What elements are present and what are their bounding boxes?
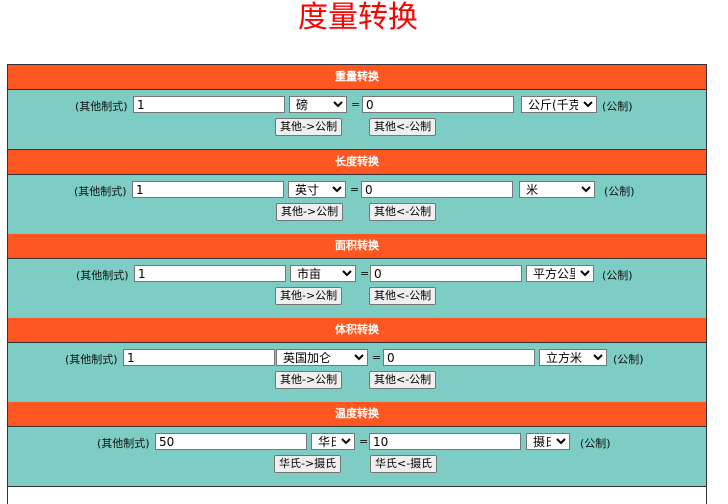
equals-sign: = bbox=[372, 351, 382, 364]
fahrenheit-to-celsius-button[interactable]: 华氏->摄氏 bbox=[274, 455, 342, 473]
page-title: 度量转换 bbox=[298, 0, 418, 35]
weight-from-metric-button[interactable]: 其他<-公制 bbox=[369, 118, 437, 136]
area-from-metric-button[interactable]: 其他<-公制 bbox=[369, 287, 437, 305]
area-metric-unit-select[interactable]: 平方公里 bbox=[526, 265, 594, 282]
temperature-section-header: 温度转换 bbox=[8, 402, 706, 427]
volume-other-unit-select[interactable]: 英国加仑 bbox=[276, 349, 368, 366]
weight-metric-input[interactable] bbox=[362, 96, 514, 113]
length-other-unit-select[interactable]: 英寸 bbox=[288, 181, 346, 198]
volume-other-input[interactable] bbox=[123, 349, 275, 366]
volume-section-header: 体积转换 bbox=[8, 318, 706, 343]
volume-metric-input[interactable] bbox=[383, 349, 535, 366]
weight-to-metric-button[interactable]: 其他->公制 bbox=[275, 118, 343, 136]
equals-sign: = bbox=[360, 267, 370, 280]
metric-label: (公制) bbox=[602, 100, 633, 113]
metric-label: (公制) bbox=[613, 353, 644, 366]
length-section: (其他制式) 英寸 = 米 (公制) 其他->公制 其他<-公制 bbox=[8, 175, 706, 235]
other-system-label: (其他制式) bbox=[65, 353, 118, 366]
weight-section-header: 重量转换 bbox=[8, 65, 706, 90]
length-from-metric-button[interactable]: 其他<-公制 bbox=[369, 203, 437, 221]
temperature-section: (其他制式) 华氏 = 摄氏 (公制) 华氏->摄氏 华氏<-摄氏 bbox=[8, 427, 706, 487]
area-section: (其他制式) 市亩 = 平方公里 (公制) 其他->公制 其他<-公制 bbox=[8, 259, 706, 319]
area-other-input[interactable] bbox=[134, 265, 286, 282]
area-other-unit-select[interactable]: 市亩 bbox=[290, 265, 356, 282]
length-other-input[interactable] bbox=[132, 181, 284, 198]
volume-metric-unit-select[interactable]: 立方米 bbox=[539, 349, 607, 366]
length-metric-input[interactable] bbox=[361, 181, 513, 198]
volume-section: (其他制式) 英国加仑 = 立方米 (公制) 其他->公制 其他<-公制 bbox=[8, 343, 706, 403]
area-to-metric-button[interactable]: 其他->公制 bbox=[275, 287, 343, 305]
equals-sign: = bbox=[351, 98, 361, 111]
area-metric-input[interactable] bbox=[370, 265, 522, 282]
fahrenheit-from-celsius-button[interactable]: 华氏<-摄氏 bbox=[370, 455, 438, 473]
length-metric-unit-select[interactable]: 米 bbox=[519, 181, 595, 198]
length-to-metric-button[interactable]: 其他->公制 bbox=[276, 203, 344, 221]
length-section-header: 长度转换 bbox=[8, 150, 706, 175]
other-system-label: (其他制式) bbox=[75, 100, 128, 113]
temperature-other-input[interactable] bbox=[155, 433, 307, 450]
converter-table: 重量转换 (其他制式) 磅 = 公斤(千克) (公制) 其他->公制 其他<-公… bbox=[7, 64, 707, 504]
weight-other-unit-select[interactable]: 磅 bbox=[289, 96, 347, 113]
temperature-metric-input[interactable] bbox=[369, 433, 521, 450]
volume-from-metric-button[interactable]: 其他<-公制 bbox=[369, 371, 437, 389]
area-section-header: 面积转换 bbox=[8, 234, 706, 259]
temperature-other-unit-select[interactable]: 华氏 bbox=[311, 433, 355, 450]
equals-sign: = bbox=[359, 435, 369, 448]
other-system-label: (其他制式) bbox=[74, 185, 127, 198]
other-system-label: (其他制式) bbox=[97, 437, 150, 450]
volume-to-metric-button[interactable]: 其他->公制 bbox=[275, 371, 343, 389]
temperature-metric-unit-select[interactable]: 摄氏 bbox=[526, 433, 570, 450]
metric-label: (公制) bbox=[604, 185, 635, 198]
equals-sign: = bbox=[350, 183, 360, 196]
metric-label: (公制) bbox=[602, 269, 633, 282]
weight-metric-unit-select[interactable]: 公斤(千克) bbox=[521, 96, 597, 113]
metric-label: (公制) bbox=[580, 437, 611, 450]
weight-section: (其他制式) 磅 = 公斤(千克) (公制) 其他->公制 其他<-公制 bbox=[8, 90, 706, 150]
weight-other-input[interactable] bbox=[133, 96, 285, 113]
other-system-label: (其他制式) bbox=[76, 269, 129, 282]
